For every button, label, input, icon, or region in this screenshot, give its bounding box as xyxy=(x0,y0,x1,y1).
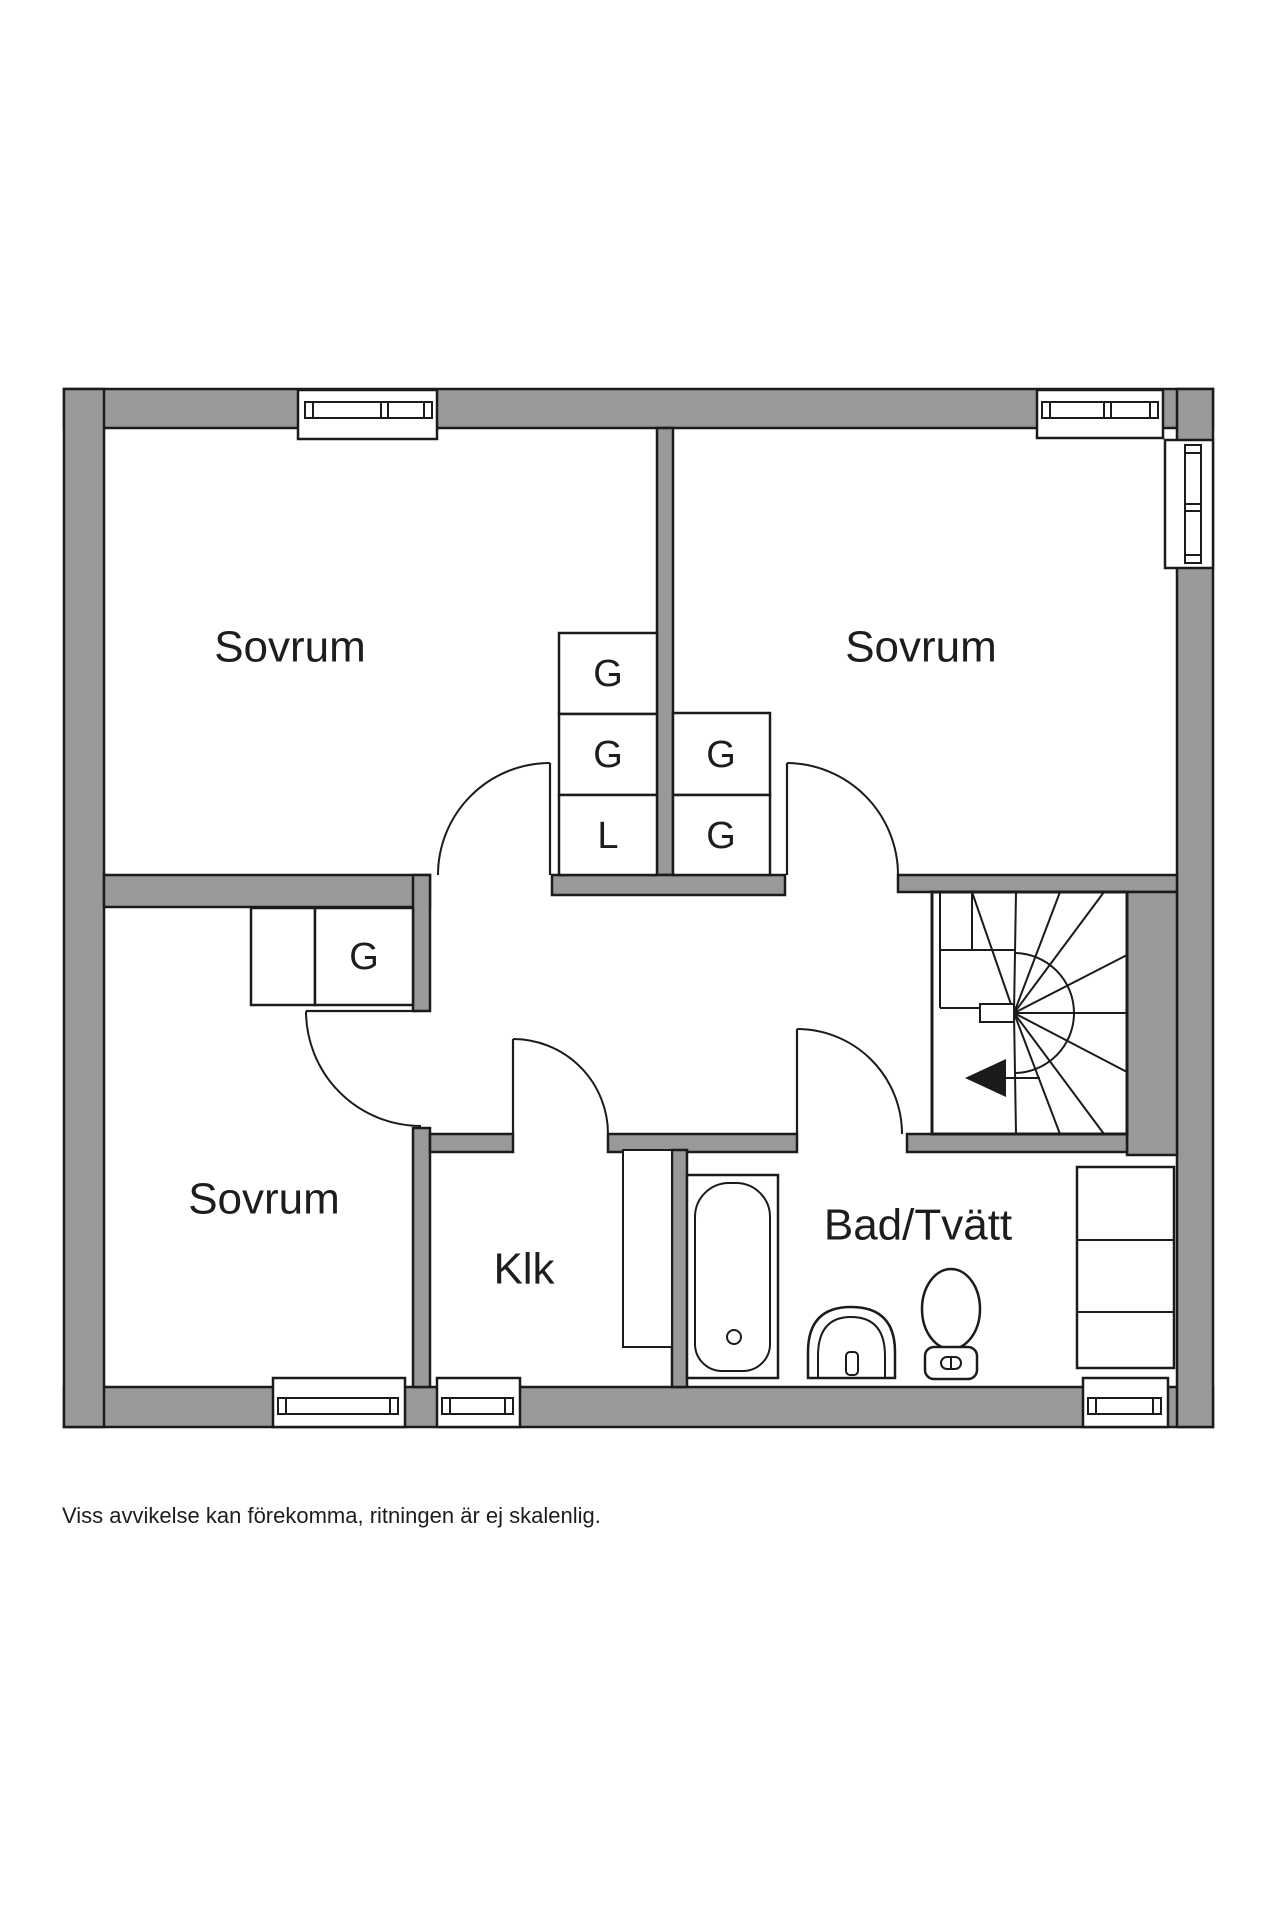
wardrobe-label: G xyxy=(706,815,736,857)
wall-hall-bottom-3 xyxy=(905,1132,1129,1154)
wall-between-top-bedrooms xyxy=(655,426,675,877)
wall-bedroom-klk-upper xyxy=(411,873,432,1013)
wall-bottom xyxy=(62,1385,1215,1429)
window-bottom-bath xyxy=(1081,1376,1170,1429)
walls xyxy=(62,387,1215,1429)
fixtures xyxy=(622,1149,1176,1381)
room-labels: Sovrum Sovrum Sovrum Klk Bad/Tvätt xyxy=(188,623,1012,1294)
room-label-bathroom: Bad/Tvätt xyxy=(824,1201,1012,1250)
bathtub-icon xyxy=(685,1173,780,1380)
door-klk xyxy=(511,1038,609,1135)
window-right-side xyxy=(1163,438,1215,570)
wardrobe-label: G xyxy=(593,653,623,695)
wardrobe-bl-g xyxy=(313,906,415,1007)
door-bedroom-top-left xyxy=(437,762,552,876)
door-bedroom-bottom-left xyxy=(305,1009,422,1127)
wall-under-wardrobes xyxy=(550,873,787,897)
wardrobe-label: G xyxy=(593,734,623,776)
wardrobe-label: L xyxy=(597,815,618,857)
door-bedroom-top-right xyxy=(785,762,899,876)
windows xyxy=(271,388,1215,1429)
wardrobes: G G L G G G xyxy=(249,631,772,1007)
wall-hall-top-right xyxy=(896,873,1179,894)
wardrobe-tr-bottom xyxy=(671,793,772,877)
stair-newel-post xyxy=(979,1003,1015,1023)
wall-left xyxy=(62,387,106,1429)
wardrobe-bl-small xyxy=(249,906,317,1007)
stair-direction-arrow-icon xyxy=(965,1059,1006,1097)
room-label-bedroom-top-left: Sovrum xyxy=(214,623,366,672)
staircase xyxy=(930,890,1129,1136)
wall-midleft-horizontal xyxy=(102,873,432,909)
doors xyxy=(305,762,903,1135)
window-bottom-bedroom xyxy=(271,1376,407,1429)
window-top-right xyxy=(1035,388,1165,440)
wardrobe-label: G xyxy=(349,936,379,978)
room-label-bedroom-bottom-left: Sovrum xyxy=(188,1175,340,1224)
wall-stair-right xyxy=(1125,890,1179,1157)
window-bottom-klk xyxy=(435,1376,522,1429)
wall-hall-bottom-1 xyxy=(428,1132,515,1154)
room-label-closet: Klk xyxy=(493,1245,555,1294)
window-top-left xyxy=(296,388,439,441)
bath-cabinet xyxy=(1075,1165,1176,1370)
door-bath xyxy=(795,1028,903,1135)
wardrobe-tl-bottom xyxy=(557,793,659,877)
toilet-icon xyxy=(920,1267,982,1381)
wardrobe-label: G xyxy=(706,734,736,776)
disclaimer-text: Viss avvikelse kan förekomma, ritningen … xyxy=(62,1503,601,1528)
wardrobe-tr-top xyxy=(671,711,772,797)
wall-hall-bottom-2 xyxy=(606,1132,799,1154)
klk-shaft xyxy=(622,1149,673,1348)
wall-bedroom-klk-lower xyxy=(411,1126,432,1389)
sink-icon xyxy=(806,1305,897,1380)
wall-klk-bath xyxy=(670,1148,689,1389)
room-label-bedroom-top-right: Sovrum xyxy=(845,623,997,672)
